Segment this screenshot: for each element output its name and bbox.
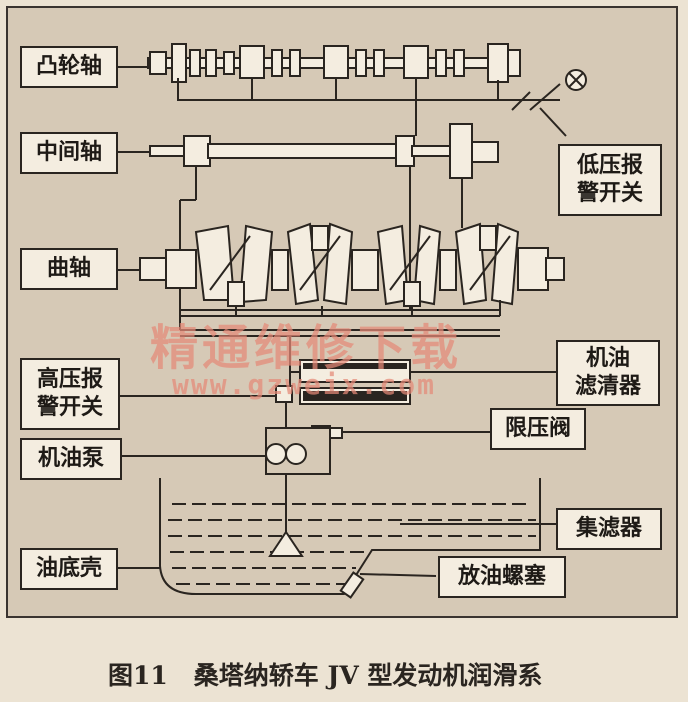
camshaft-drawing bbox=[147, 43, 521, 83]
crankshaft-drawing bbox=[139, 222, 565, 307]
figure-number: 图11 bbox=[108, 661, 168, 690]
drain-plug-label: 放油螺塞 bbox=[438, 556, 566, 598]
watermark-url: www.gzweix.com bbox=[172, 368, 437, 401]
high-pressure-switch-label: 高压报 警开关 bbox=[20, 358, 120, 430]
figure-caption: 图11 桑塔纳轿车 JV 型发动机润滑系 bbox=[108, 656, 542, 692]
intermediate-shaft-drawing bbox=[149, 123, 499, 179]
oil-pan-label: 油底壳 bbox=[20, 548, 118, 590]
crankshaft-label: 曲轴 bbox=[20, 248, 118, 290]
figure-caption-text: 桑塔纳轿车 JV 型发动机润滑系 bbox=[193, 661, 543, 690]
oil-pump-label: 机油泵 bbox=[20, 438, 122, 480]
strainer-label: 集滤器 bbox=[556, 508, 662, 550]
oil-filter-label: 机油 滤清器 bbox=[556, 340, 660, 406]
relief-valve-label: 限压阀 bbox=[490, 408, 586, 450]
intermediate-shaft-label: 中间轴 bbox=[20, 132, 118, 174]
low-pressure-switch-label: 低压报 警开关 bbox=[558, 144, 662, 216]
camshaft-label: 凸轮轴 bbox=[20, 46, 118, 88]
watermark-title: 精通维修下载 bbox=[150, 320, 463, 376]
